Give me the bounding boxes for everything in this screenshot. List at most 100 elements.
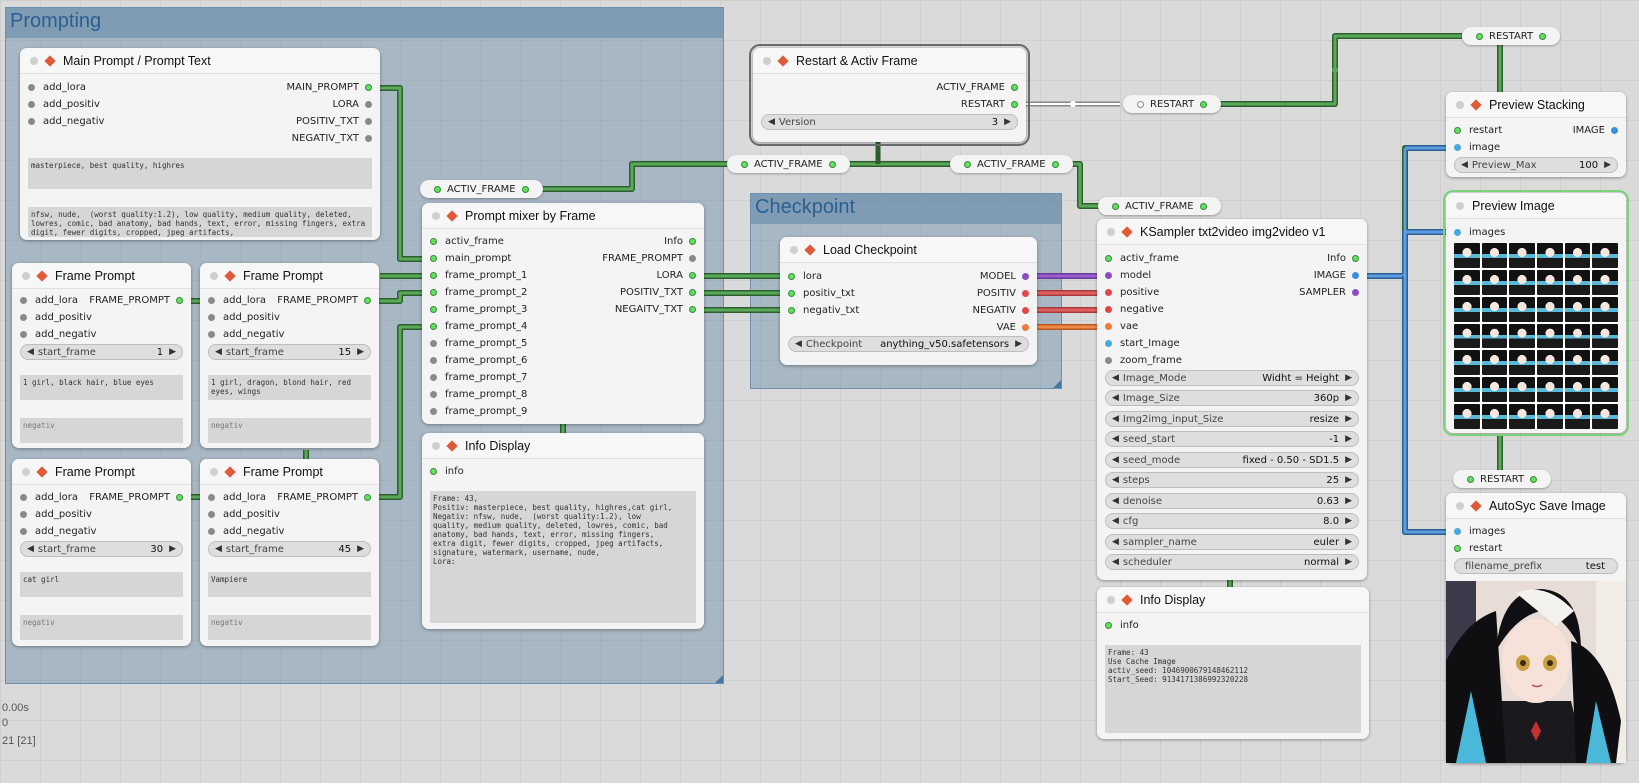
input-frame-prompt-6[interactable]: frame_prompt_6 xyxy=(430,352,527,368)
positive-textarea[interactable]: cat girl xyxy=(20,572,183,597)
slot-dot-icon[interactable] xyxy=(1011,100,1018,108)
output-image[interactable]: IMAGE xyxy=(1314,267,1359,283)
slot-dot-icon[interactable] xyxy=(1105,322,1112,330)
input-add-positiv[interactable]: add_positiv xyxy=(20,309,92,325)
output-image[interactable]: IMAGE xyxy=(1573,122,1618,138)
decrement-arrow-icon[interactable]: ◀ xyxy=(768,117,775,127)
thumbnail[interactable] xyxy=(1592,269,1618,295)
negative-textarea[interactable]: negativ xyxy=(20,615,183,640)
collapse-dot-icon[interactable] xyxy=(1107,595,1115,604)
slot-dot-icon[interactable] xyxy=(208,527,215,535)
main-prompt-node[interactable]: Main Prompt / Prompt Text add_lora add_p… xyxy=(20,48,380,240)
slot-dot-icon[interactable] xyxy=(1105,339,1112,347)
slot-dot-icon[interactable] xyxy=(365,100,372,108)
increment-arrow-icon[interactable]: ▶ xyxy=(357,544,364,554)
frame-prompt-node-2[interactable]: Frame Prompt add_lora add_positiv add_ne… xyxy=(200,263,379,448)
input-vae[interactable]: vae xyxy=(1105,318,1138,334)
output-frame-prompt[interactable]: FRAME_PROMPT xyxy=(602,250,696,266)
increment-arrow-icon[interactable]: ▶ xyxy=(1345,373,1352,383)
collapse-dot-icon[interactable] xyxy=(432,441,440,450)
thumbnail[interactable] xyxy=(1592,323,1618,349)
output-restart[interactable]: RESTART xyxy=(961,96,1018,112)
input-positiv-txt[interactable]: positiv_txt xyxy=(788,285,855,301)
input-frame-prompt-5[interactable]: frame_prompt_5 xyxy=(430,335,527,351)
slot-dot-icon[interactable] xyxy=(521,185,529,193)
collapse-dot-icon[interactable] xyxy=(30,56,38,65)
output-info[interactable]: Info xyxy=(664,233,696,249)
slot-dot-icon[interactable] xyxy=(430,373,437,381)
increment-arrow-icon[interactable]: ▶ xyxy=(1345,557,1352,567)
node-title-bar[interactable]: Info Display xyxy=(1097,587,1369,613)
slot-dot-icon[interactable] xyxy=(28,83,35,91)
input-images[interactable]: images xyxy=(1454,224,1505,240)
output-lora[interactable]: LORA xyxy=(657,267,696,283)
increment-arrow-icon[interactable]: ▶ xyxy=(1345,434,1352,444)
thumbnail[interactable] xyxy=(1481,404,1508,429)
node-title-bar[interactable]: Frame Prompt xyxy=(12,459,191,485)
info-display-node-2[interactable]: Info Display info Frame: 43 Use Cache Im… xyxy=(1097,587,1369,739)
slot-dot-icon[interactable] xyxy=(364,493,371,501)
collapse-dot-icon[interactable] xyxy=(1107,227,1115,236)
input-add-positiv[interactable]: add_positiv xyxy=(20,506,92,522)
thumbnail[interactable] xyxy=(1509,243,1535,268)
slot-dot-icon[interactable] xyxy=(1352,254,1359,262)
slot-dot-icon[interactable] xyxy=(1022,289,1029,297)
preview-thumbnail-grid[interactable] xyxy=(1454,243,1618,429)
slot-dot-icon[interactable] xyxy=(20,330,27,338)
slot-dot-icon[interactable] xyxy=(1539,32,1547,40)
thumbnail[interactable] xyxy=(1592,377,1618,403)
slot-dot-icon[interactable] xyxy=(788,289,795,297)
thumbnail[interactable] xyxy=(1536,269,1563,295)
slot-dot-icon[interactable] xyxy=(1112,202,1119,210)
thumbnail[interactable] xyxy=(1454,243,1480,268)
slot-dot-icon[interactable] xyxy=(1352,271,1359,279)
collapse-dot-icon[interactable] xyxy=(1456,201,1464,210)
node-title-bar[interactable]: Main Prompt / Prompt Text xyxy=(20,48,380,74)
thumbnail[interactable] xyxy=(1481,243,1508,268)
input-activ-frame[interactable]: activ_frame xyxy=(1105,250,1179,266)
input-frame-prompt-2[interactable]: frame_prompt_2 xyxy=(430,284,527,300)
increment-arrow-icon[interactable]: ▶ xyxy=(357,347,364,357)
thumbnail[interactable] xyxy=(1481,377,1508,403)
thumbnail[interactable] xyxy=(1564,350,1591,376)
slot-dot-icon[interactable] xyxy=(788,306,795,314)
input-image[interactable]: image xyxy=(1454,139,1500,155)
increment-arrow-icon[interactable]: ▶ xyxy=(1604,160,1611,170)
thumbnail[interactable] xyxy=(1564,296,1591,322)
slot-dot-icon[interactable] xyxy=(1105,621,1112,629)
restart-activ-frame-node[interactable]: Restart & Activ Frame ACTIV_FRAME RESTAR… xyxy=(749,44,1030,146)
negative-textarea[interactable]: negativ xyxy=(20,418,183,443)
frame-prompt-node-3[interactable]: Frame Prompt add_lora add_positiv add_ne… xyxy=(12,459,191,646)
output-frame-prompt[interactable]: FRAME_PROMPT xyxy=(277,489,371,505)
input-info[interactable]: info xyxy=(430,463,464,479)
thumbnail[interactable] xyxy=(1481,269,1508,295)
output-frame-prompt[interactable]: FRAME_PROMPT xyxy=(89,489,183,505)
slot-dot-icon[interactable] xyxy=(176,493,183,501)
input-add-negativ[interactable]: add_negativ xyxy=(28,113,104,129)
info-display-node-1[interactable]: Info Display info Frame: 43, Positiv: ma… xyxy=(422,433,704,629)
thumbnail[interactable] xyxy=(1536,377,1563,403)
thumbnail[interactable] xyxy=(1509,269,1535,295)
slot-dot-icon[interactable] xyxy=(208,296,215,304)
thumbnail[interactable] xyxy=(1481,296,1508,322)
info-textarea[interactable]: Frame: 43, Positiv: masterpiece, best qu… xyxy=(430,491,696,623)
input-positive[interactable]: positive xyxy=(1105,284,1159,300)
ksampler-node[interactable]: KSampler txt2video img2video v1 activ_fr… xyxy=(1097,219,1367,580)
collapse-dot-icon[interactable] xyxy=(763,56,771,65)
slot-dot-icon[interactable] xyxy=(828,160,836,168)
decrement-arrow-icon[interactable]: ◀ xyxy=(1112,496,1119,506)
input-add-negativ[interactable]: add_negativ xyxy=(20,523,96,539)
thumbnail[interactable] xyxy=(1592,243,1618,268)
slot-dot-icon[interactable] xyxy=(20,493,27,501)
reroute-restart-3[interactable]: RESTART xyxy=(1453,470,1552,488)
slot-dot-icon[interactable] xyxy=(741,160,748,168)
thumbnail[interactable] xyxy=(1454,350,1480,376)
slot-dot-icon[interactable] xyxy=(20,313,27,321)
